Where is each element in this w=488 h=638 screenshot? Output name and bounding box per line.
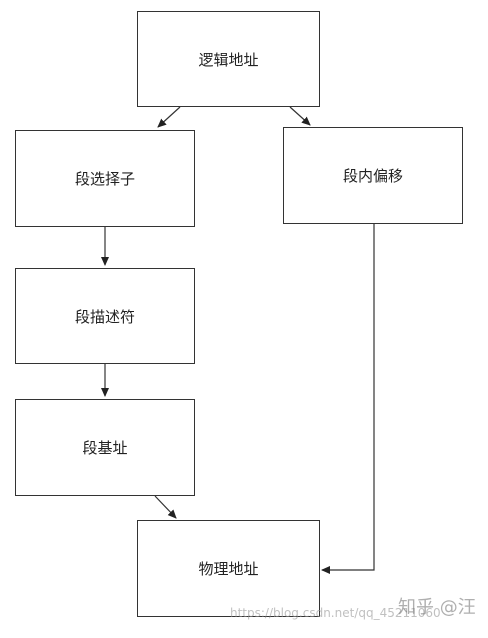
node-segment-base-label: 段基址 (82, 439, 128, 457)
node-logical-address: 逻辑地址 (137, 11, 320, 107)
edge-logical-to-offset (289, 106, 311, 126)
node-segment-descriptor: 段描述符 (15, 268, 195, 364)
node-logical-address-label: 逻辑地址 (198, 50, 259, 69)
edge-base-to-physical (154, 495, 177, 519)
watermark-zhihu: 知乎 @汪 (398, 597, 476, 618)
node-physical-address: 物理地址 (137, 520, 320, 617)
node-segment-offset-label: 段内偏移 (342, 167, 403, 185)
node-segment-base: 段基址 (15, 399, 195, 496)
edge-logical-to-selector (157, 106, 181, 128)
edge-offset-to-physical (321, 224, 375, 574)
node-segment-selector-label: 段选择子 (74, 170, 135, 188)
node-segment-descriptor-label: 段描述符 (74, 307, 135, 326)
watermark-url: https://blog.csdn.net/qq_45211060 (230, 606, 441, 620)
node-physical-address-label: 物理地址 (198, 560, 259, 578)
node-segment-offset: 段内偏移 (283, 127, 463, 224)
node-segment-selector: 段选择子 (15, 130, 195, 227)
